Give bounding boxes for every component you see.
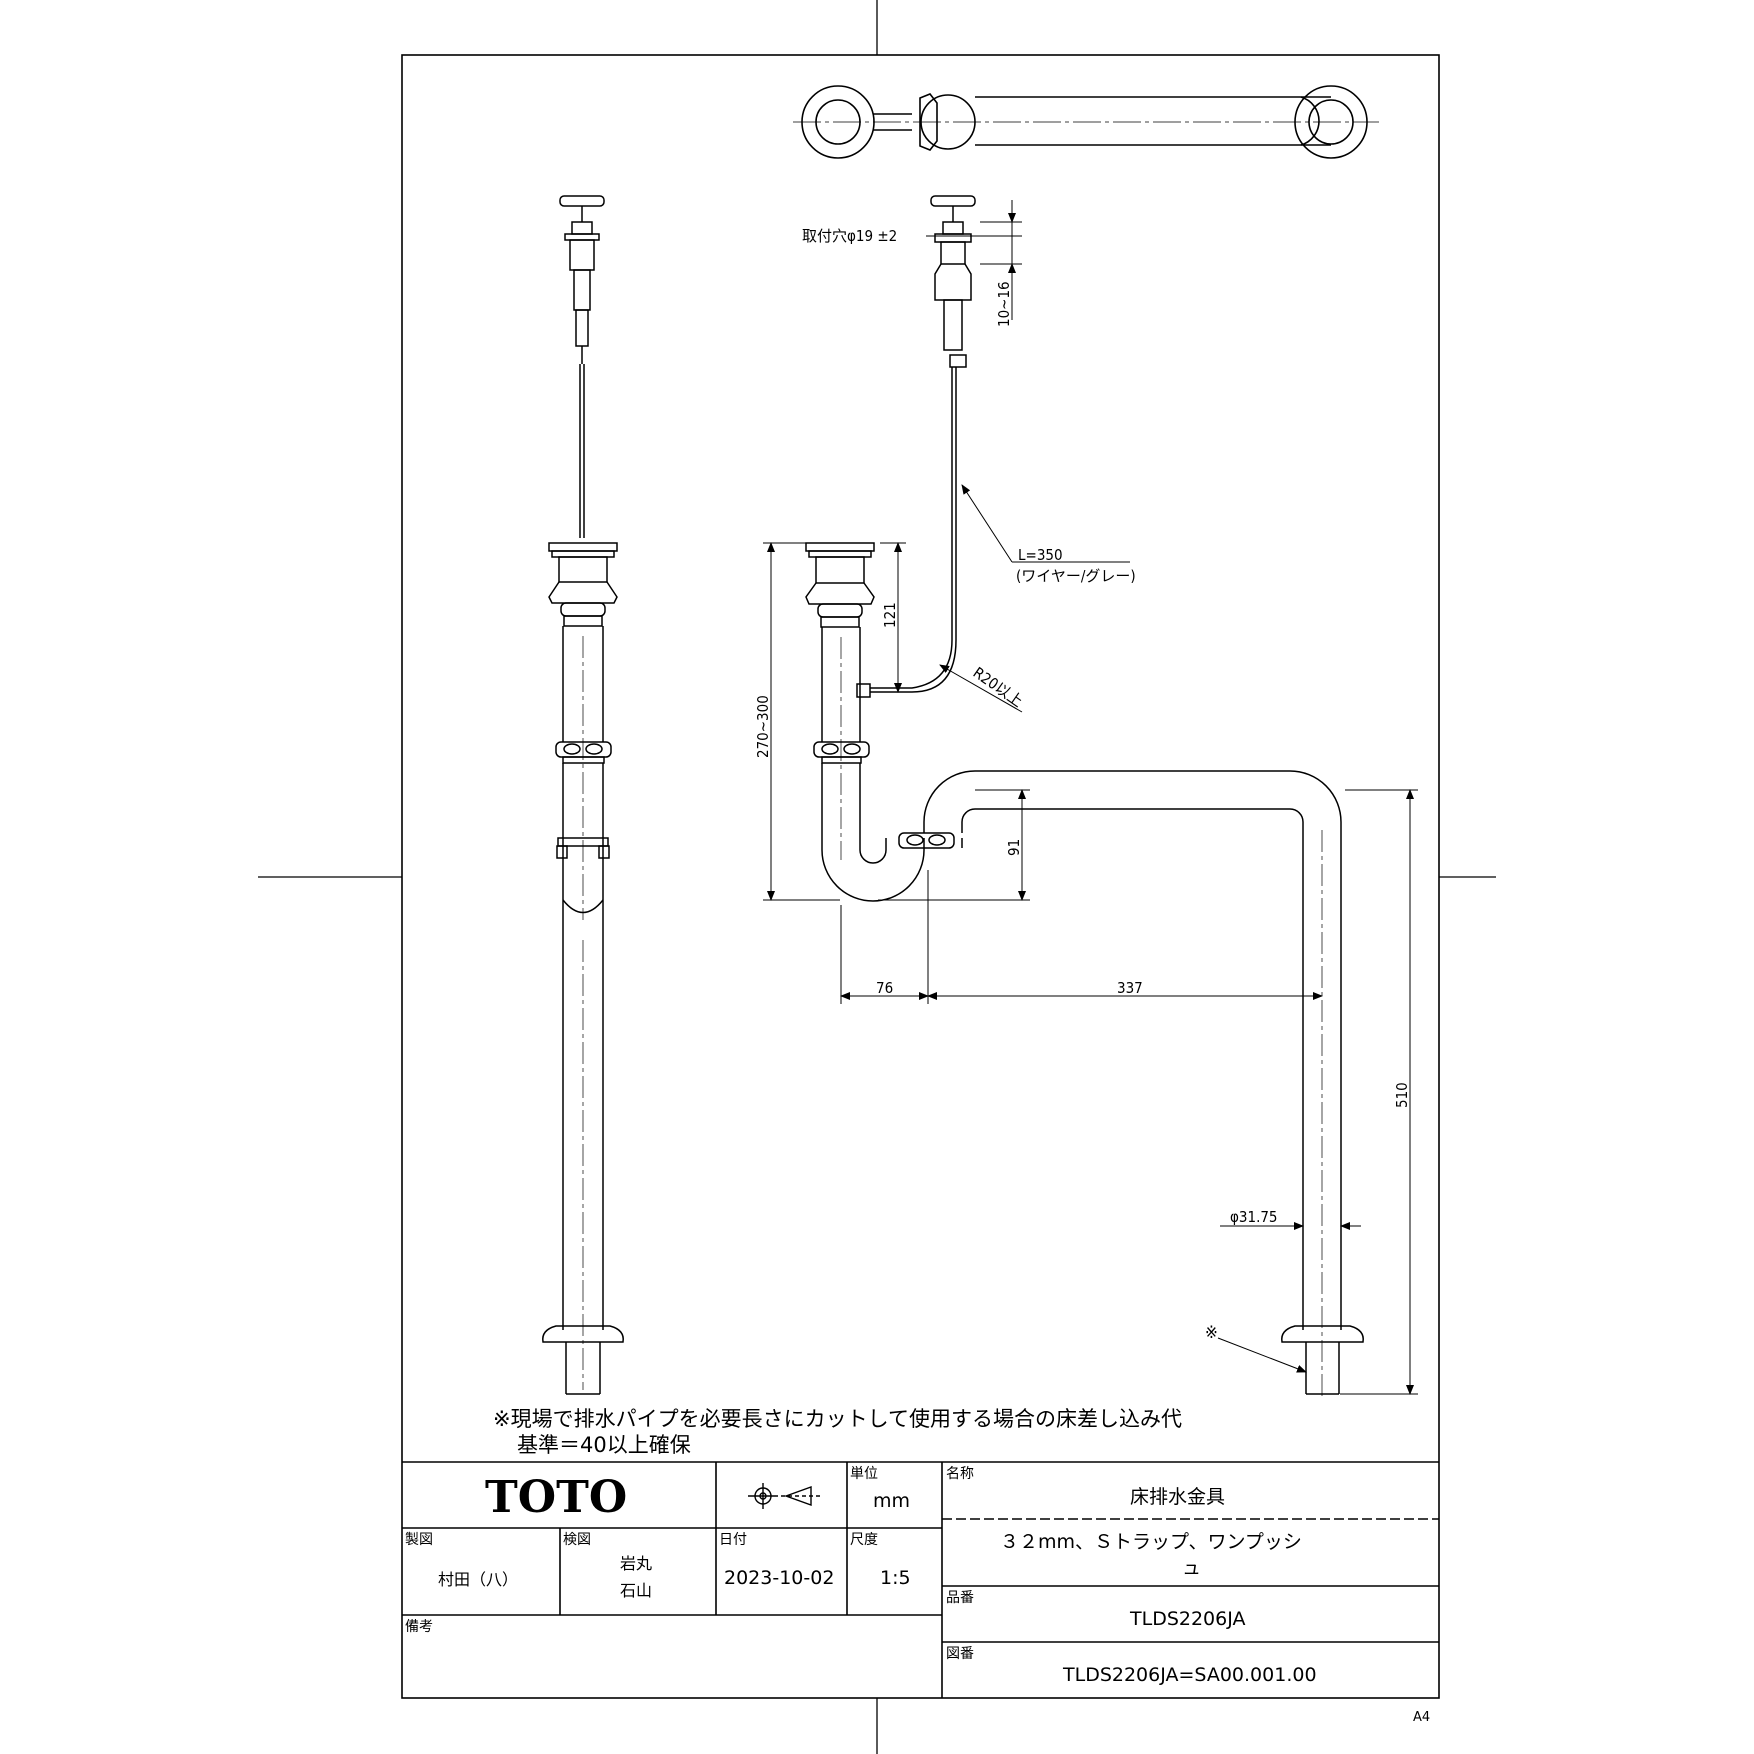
title-block-text: TOTO 単位 mm 名称 床排水金具 ３２mm、Ｓトラップ、ワンプッシ ュ 製… bbox=[405, 1466, 1430, 1725]
wire-length-label: L=350 bbox=[1018, 546, 1063, 564]
checked-value-1: 岩丸 bbox=[620, 1554, 652, 1573]
field-note: ※現場で排水パイプを必要長さにカットして使用する場合の床差し込み代 基準＝40以… bbox=[493, 1407, 1182, 1457]
dim-121-label: 121 bbox=[881, 602, 899, 628]
field-note-line1: ※現場で排水パイプを必要長さにカットして使用する場合の床差し込み代 bbox=[493, 1407, 1182, 1431]
toto-logo: TOTO bbox=[485, 1472, 627, 1523]
date-label: 日付 bbox=[719, 1532, 747, 1548]
wire-desc-label: (ワイヤー/グレー) bbox=[1016, 567, 1136, 585]
unit-value: mm bbox=[873, 1490, 910, 1512]
checked-label: 検図 bbox=[563, 1532, 591, 1548]
dimension-labels: 取付穴φ19 ±2 10~16 L=350 (ワイヤー/グレー) 121 270… bbox=[754, 227, 1411, 1343]
drawing-frame bbox=[401, 54, 1440, 1699]
scale-value: 1:5 bbox=[880, 1567, 911, 1589]
title-block bbox=[402, 1461, 1439, 1698]
subtitle-line1: ３２mm、Ｓトラップ、ワンプッシ bbox=[1000, 1531, 1302, 1553]
side-view bbox=[542, 195, 624, 1395]
field-note-line2: 基準＝40以上確保 bbox=[517, 1433, 691, 1457]
unit-label: 単位 bbox=[850, 1466, 878, 1482]
date-value: 2023-10-02 bbox=[724, 1567, 834, 1589]
range-10-16-label: 10~16 bbox=[995, 281, 1013, 327]
mount-hole-label: 取付穴φ19 ±2 bbox=[802, 227, 897, 245]
name-label: 名称 bbox=[946, 1466, 974, 1482]
checked-value-2: 石山 bbox=[620, 1581, 652, 1600]
front-view bbox=[805, 195, 1364, 1400]
drafted-label: 製図 bbox=[405, 1532, 433, 1548]
part-no-label: 品番 bbox=[946, 1590, 974, 1606]
part-no-value: TLDS2206JA bbox=[1129, 1608, 1246, 1630]
scale-label: 尺度 bbox=[850, 1532, 878, 1548]
center-marks bbox=[258, 0, 1496, 1754]
dimension-lines bbox=[763, 200, 1418, 1395]
dim-510-label: 510 bbox=[1393, 1082, 1411, 1108]
dim-76-label: 76 bbox=[876, 979, 893, 997]
remarks-label: 備考 bbox=[405, 1619, 433, 1635]
paper-size-label: A4 bbox=[1413, 1710, 1430, 1725]
drawing-no-label: 図番 bbox=[946, 1646, 974, 1662]
drawing-no-value: TLDS2206JA=SA00.001.00 bbox=[1062, 1664, 1317, 1686]
dim-337-label: 337 bbox=[1117, 979, 1143, 997]
top-view bbox=[793, 85, 1379, 159]
dim-91-label: 91 bbox=[1005, 839, 1023, 856]
range-270-300-label: 270~300 bbox=[754, 695, 772, 758]
projection-symbol-icon bbox=[748, 1483, 820, 1509]
pipe-dia-label: φ31.75 bbox=[1230, 1208, 1278, 1226]
subtitle-line2: ュ bbox=[1182, 1557, 1201, 1579]
asterisk-marker: ※ bbox=[1205, 1323, 1218, 1343]
drafted-value: 村田（八） bbox=[438, 1570, 518, 1589]
name-value: 床排水金具 bbox=[1130, 1486, 1225, 1508]
